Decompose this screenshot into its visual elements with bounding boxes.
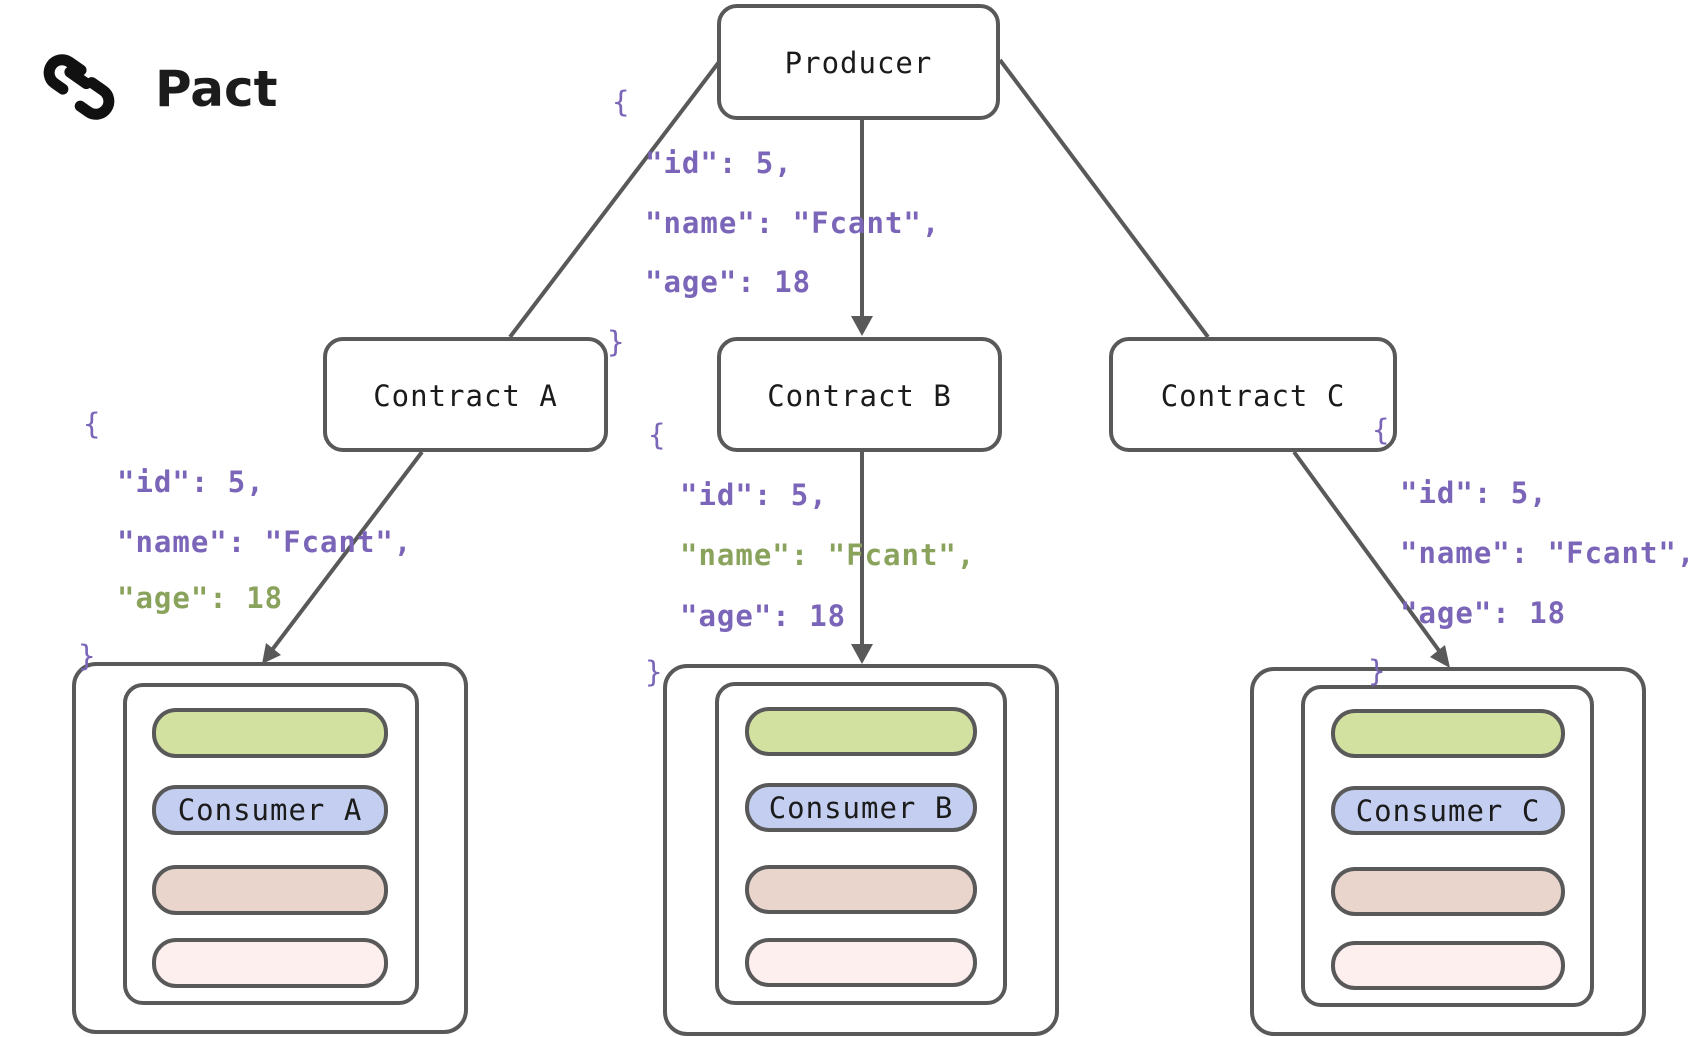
contract-a-payload-line-id: "id": 5, <box>117 465 265 499</box>
consumer-c-layer-2[interactable]: Consumer C <box>1331 786 1565 835</box>
consumer-b-layer-3[interactable] <box>745 865 977 914</box>
contract-b-payload-line-name: "name": "Fcant", <box>680 538 976 572</box>
pact-logo-text: Pact <box>155 60 278 118</box>
consumer-a-layer-3[interactable] <box>152 865 388 915</box>
producer-payload-line-id: "id": 5, <box>645 146 793 180</box>
pact-logo <box>33 50 125 125</box>
edge-producer-contract-c <box>998 58 1210 339</box>
contract-a-node[interactable]: Contract A <box>323 337 608 452</box>
producer-payload-open: { <box>612 85 631 119</box>
producer-label: Producer <box>784 46 933 80</box>
consumer-b-layer-2[interactable]: Consumer B <box>745 783 977 832</box>
contract-c-payload-line-id: "id": 5, <box>1400 476 1548 510</box>
arrowhead-consumer-a <box>262 643 281 664</box>
consumer-a-layer-1[interactable] <box>152 708 388 758</box>
arrowhead-consumer-b <box>851 644 873 664</box>
chain-link-icon <box>43 54 115 120</box>
arrowhead-contract-b <box>851 316 873 336</box>
consumer-c-layer-3[interactable] <box>1331 867 1565 916</box>
consumer-b-layer-1[interactable] <box>745 707 977 756</box>
contract-a-payload-close: } <box>78 639 97 673</box>
producer-payload-line-age: "age": 18 <box>645 265 812 299</box>
producer-payload-close: } <box>607 325 626 359</box>
contract-b-payload-close: } <box>645 655 664 689</box>
contract-c-payload-open: { <box>1372 413 1391 447</box>
consumer-b-layer-4[interactable] <box>745 938 977 987</box>
contract-c-payload-close: } <box>1368 654 1387 688</box>
contract-a-label: Contract A <box>373 379 558 413</box>
contract-c-label: Contract C <box>1160 379 1346 413</box>
contract-a-payload-line-age: "age": 18 <box>117 581 284 615</box>
contract-a-payload-line-name: "name": "Fcant", <box>117 525 413 559</box>
producer-node[interactable]: Producer <box>717 4 1000 120</box>
contract-b-payload-line-age: "age": 18 <box>680 599 847 633</box>
consumer-a-layer-2[interactable]: Consumer A <box>152 785 388 835</box>
arrowhead-consumer-c <box>1430 645 1450 668</box>
contract-a-payload-open: { <box>83 407 102 441</box>
producer-payload-line-name: "name": "Fcant", <box>645 206 941 240</box>
contract-b-label: Contract B <box>767 379 952 413</box>
contract-b-node[interactable]: Contract B <box>717 337 1002 452</box>
consumer-a-layer-4[interactable] <box>152 938 388 988</box>
consumer-c-layer-1[interactable] <box>1331 709 1565 758</box>
contract-b-payload-open: { <box>648 418 667 452</box>
contract-c-payload-line-age: "age": 18 <box>1400 596 1567 630</box>
contract-c-node[interactable]: Contract C <box>1109 337 1397 452</box>
contract-b-payload-line-id: "id": 5, <box>680 478 828 512</box>
contract-c-payload-line-name: "name": "Fcant", <box>1400 536 1696 570</box>
consumer-c-layer-4[interactable] <box>1331 941 1565 990</box>
